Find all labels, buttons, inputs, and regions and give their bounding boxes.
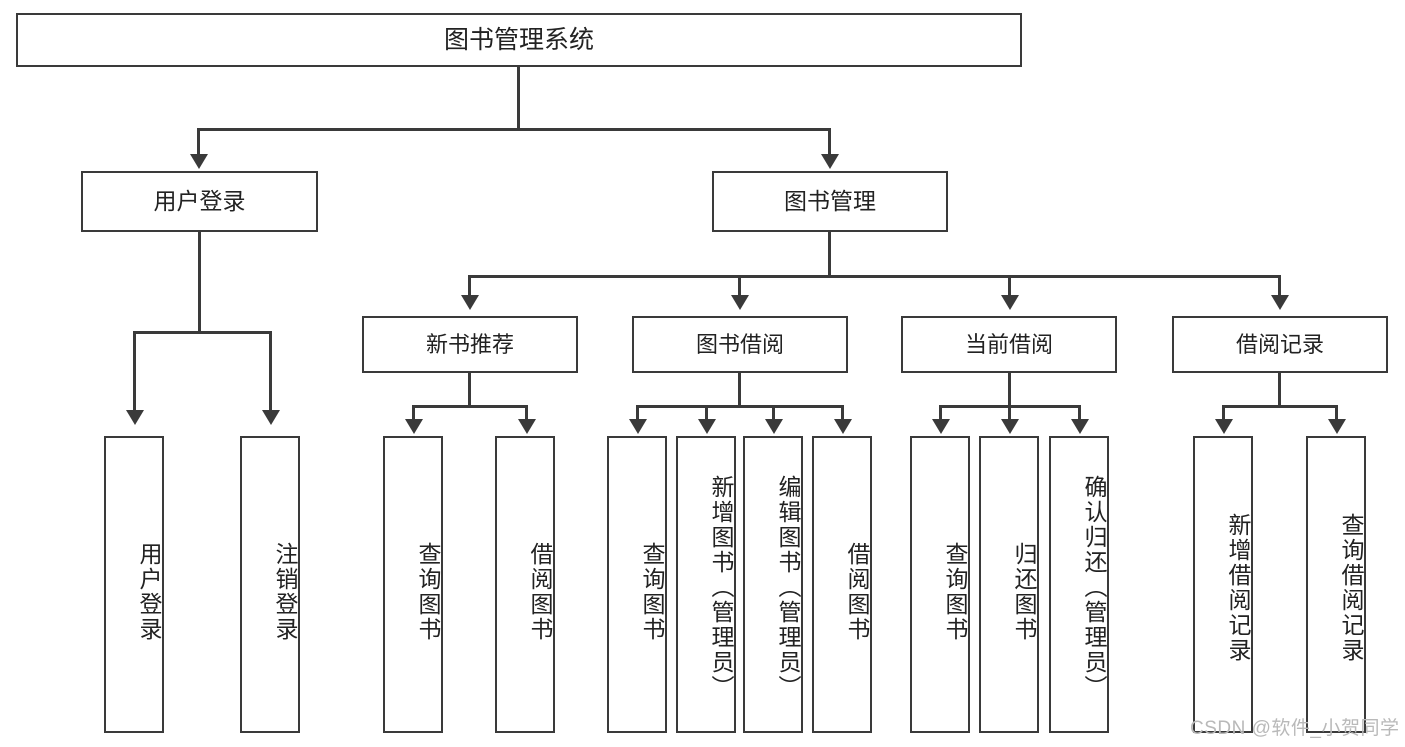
edge-book-borrow-branch-3 <box>772 405 775 421</box>
leaf-logout[interactable]: 注销登录 <box>240 436 300 733</box>
edge-book-manage-branch-3 <box>1008 275 1011 297</box>
arrow-book-manage-to-borrow <box>731 295 749 310</box>
edge-root-to-book-manage <box>828 128 831 155</box>
edge-recommend-bus <box>412 405 528 408</box>
arrow-root-to-book-manage <box>821 154 839 169</box>
leaf-query-record-label: 查询借阅记录 <box>1338 512 1364 663</box>
edge-book-manage-branch-2 <box>738 275 741 297</box>
leaf-borrow-book-1[interactable]: 借阅图书 <box>495 436 555 733</box>
leaf-query-book-3-label: 查询图书 <box>942 541 968 642</box>
arrow-book-manage-to-record <box>1271 295 1289 310</box>
arrow-book-borrow-leaf-3 <box>765 419 783 434</box>
edge-book-manage-stem <box>828 232 831 277</box>
node-book-manage[interactable]: 图书管理 <box>712 171 948 232</box>
edge-book-borrow-branch-1 <box>636 405 639 421</box>
node-borrow-record[interactable]: 借阅记录 <box>1172 316 1388 373</box>
edge-user-login-branch-1 <box>133 331 136 412</box>
edge-recommend-branch-1 <box>412 405 415 421</box>
leaf-confirm-return-label: 确认归还（管理员） <box>1081 475 1107 700</box>
leaf-add-book[interactable]: 新增图书（管理员） <box>676 436 736 733</box>
csdn-watermark: CSDN @软件_小贺同学 <box>1190 718 1400 739</box>
edge-current-borrow-branch-1 <box>939 405 942 421</box>
edge-book-borrow-bus <box>636 405 844 408</box>
edge-root-to-user-login <box>197 128 200 155</box>
leaf-user-login[interactable]: 用户登录 <box>104 436 164 733</box>
edge-current-borrow-branch-3 <box>1078 405 1081 421</box>
node-current-borrow[interactable]: 当前借阅 <box>901 316 1117 373</box>
leaf-logout-label: 注销登录 <box>272 541 298 642</box>
edge-borrow-record-branch-2 <box>1335 405 1338 421</box>
node-new-book-recommend[interactable]: 新书推荐 <box>362 316 578 373</box>
node-book-manage-label: 图书管理 <box>784 188 876 215</box>
leaf-return-book-label: 归还图书 <box>1011 541 1037 642</box>
node-root-label: 图书管理系统 <box>443 25 594 54</box>
leaf-borrow-book-2-label: 借阅图书 <box>844 541 870 642</box>
edge-user-login-stem <box>198 232 201 333</box>
leaf-query-book-2-label: 查询图书 <box>639 541 665 642</box>
edge-recommend-stem <box>468 373 471 407</box>
edge-book-borrow-branch-4 <box>841 405 844 421</box>
node-current-borrow-label: 当前借阅 <box>964 331 1053 357</box>
arrow-current-borrow-leaf-1 <box>932 419 950 434</box>
arrow-user-login-leaf-1 <box>126 410 144 425</box>
arrow-recommend-leaf-2 <box>518 419 536 434</box>
node-book-borrow-label: 图书借阅 <box>695 331 784 357</box>
arrow-current-borrow-leaf-3 <box>1071 419 1089 434</box>
arrow-book-borrow-leaf-4 <box>834 419 852 434</box>
node-user-login[interactable]: 用户登录 <box>81 171 318 232</box>
edge-root-bus <box>197 128 831 131</box>
edge-root-stem <box>517 67 520 130</box>
leaf-confirm-return[interactable]: 确认归还（管理员） <box>1049 436 1109 733</box>
arrow-book-manage-to-current <box>1001 295 1019 310</box>
leaf-edit-book[interactable]: 编辑图书（管理员） <box>743 436 803 733</box>
leaf-query-book-3[interactable]: 查询图书 <box>910 436 970 733</box>
edge-borrow-record-branch-1 <box>1222 405 1225 421</box>
arrow-borrow-record-leaf-2 <box>1328 419 1346 434</box>
arrow-book-borrow-leaf-1 <box>629 419 647 434</box>
edge-recommend-branch-2 <box>525 405 528 421</box>
edge-user-login-bus <box>133 331 272 334</box>
node-borrow-record-label: 借阅记录 <box>1235 331 1324 357</box>
edge-user-login-branch-2 <box>269 331 272 412</box>
edge-book-manage-branch-4 <box>1278 275 1281 297</box>
node-book-borrow[interactable]: 图书借阅 <box>632 316 848 373</box>
leaf-return-book[interactable]: 归还图书 <box>979 436 1039 733</box>
arrow-user-login-leaf-2 <box>262 410 280 425</box>
edge-borrow-record-bus <box>1222 405 1338 408</box>
leaf-add-record-label: 新增借阅记录 <box>1225 512 1251 663</box>
leaf-add-record[interactable]: 新增借阅记录 <box>1193 436 1253 733</box>
arrow-recommend-leaf-1 <box>405 419 423 434</box>
edge-current-borrow-branch-2 <box>1008 405 1011 421</box>
arrow-book-borrow-leaf-2 <box>698 419 716 434</box>
leaf-query-book-2[interactable]: 查询图书 <box>607 436 667 733</box>
edge-book-manage-bus <box>468 275 1280 278</box>
edge-book-manage-branch-1 <box>468 275 471 297</box>
arrow-borrow-record-leaf-1 <box>1215 419 1233 434</box>
node-user-login-label: 用户登录 <box>153 188 246 215</box>
leaf-edit-book-label: 编辑图书（管理员） <box>775 475 801 700</box>
arrow-root-to-user-login <box>190 154 208 169</box>
arrow-book-manage-to-recommend <box>461 295 479 310</box>
leaf-borrow-book-2[interactable]: 借阅图书 <box>812 436 872 733</box>
leaf-add-book-label: 新增图书（管理员） <box>708 475 734 700</box>
edge-book-borrow-stem <box>738 373 741 407</box>
arrow-current-borrow-leaf-2 <box>1001 419 1019 434</box>
node-root[interactable]: 图书管理系统 <box>16 13 1022 67</box>
leaf-query-book-1[interactable]: 查询图书 <box>383 436 443 733</box>
edge-book-borrow-branch-2 <box>705 405 708 421</box>
edge-borrow-record-stem <box>1278 373 1281 407</box>
node-new-book-recommend-label: 新书推荐 <box>425 331 514 357</box>
leaf-query-book-1-label: 查询图书 <box>415 541 441 642</box>
leaf-user-login-label: 用户登录 <box>136 541 162 642</box>
edge-current-borrow-stem <box>1008 373 1011 407</box>
leaf-query-record[interactable]: 查询借阅记录 <box>1306 436 1366 733</box>
leaf-borrow-book-1-label: 借阅图书 <box>527 541 553 642</box>
